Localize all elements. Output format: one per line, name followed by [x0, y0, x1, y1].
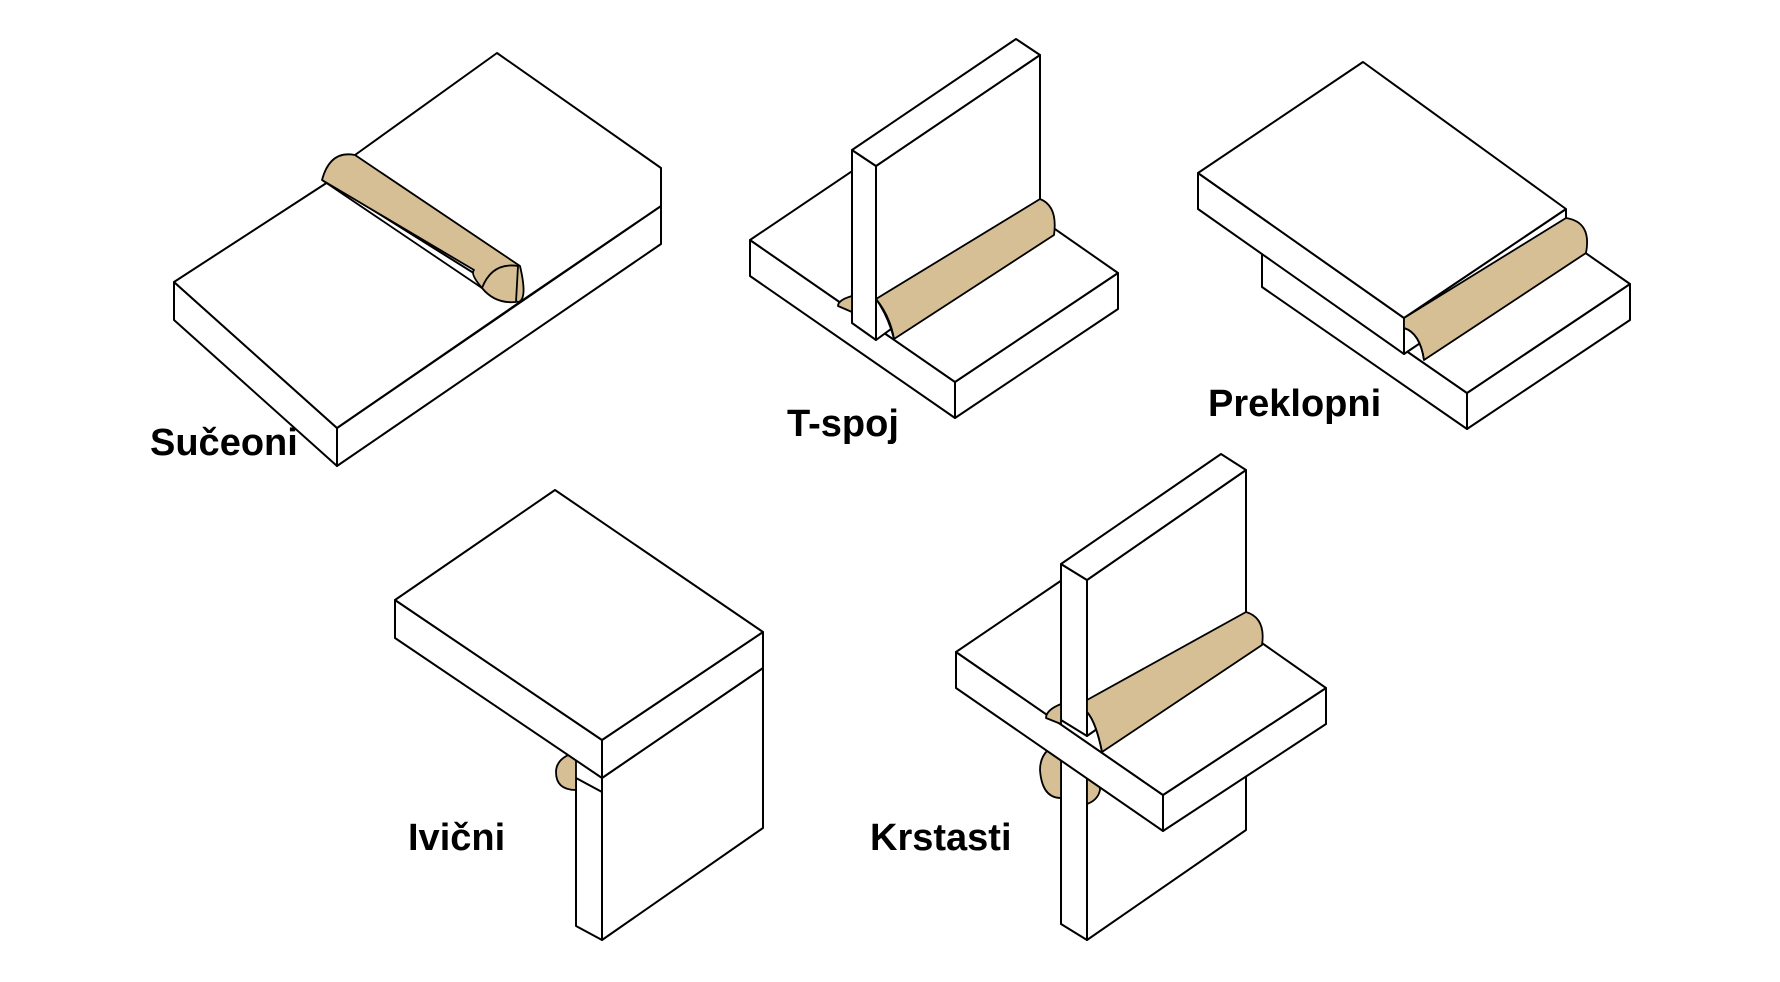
edge-weld-bead: [555, 751, 577, 791]
tee-joint-drawing: [749, 38, 1119, 419]
edge-top-surface: [394, 489, 764, 741]
butt-joint-drawing: [173, 52, 662, 467]
lap-upper-top: [1197, 61, 1567, 319]
cross-weld-upper-edge: [1086, 711, 1103, 753]
butt-weld-end: [481, 264, 519, 304]
lap-weld-edge: [1403, 327, 1425, 361]
edge-joint-drawing: [394, 489, 764, 941]
cross-vertical-upper-side: [1060, 563, 1088, 737]
cross-weld-upper-left: [1045, 703, 1062, 725]
butt-joint-label: Sučeoni: [150, 422, 298, 464]
lap-joint-drawing: [1197, 61, 1631, 430]
tee-joint-label: T-spoj: [787, 403, 899, 445]
cross-vertical-upper-top: [1060, 453, 1247, 581]
butt-weld-edge: [321, 179, 483, 289]
tee-vertical-top: [851, 38, 1041, 167]
tee-weld-left: [837, 295, 853, 313]
edge-joint-label: Ivični: [408, 817, 505, 859]
cross-joint-drawing: [955, 453, 1327, 941]
lap-joint-label: Preklopni: [1208, 383, 1381, 425]
butt-weld-bead: [321, 153, 525, 303]
tee-weld-edge: [875, 298, 895, 340]
tee-vertical-side: [851, 149, 877, 341]
cross-joint-label: Krstasti: [870, 817, 1012, 859]
edge-vertical-side: [575, 777, 603, 941]
